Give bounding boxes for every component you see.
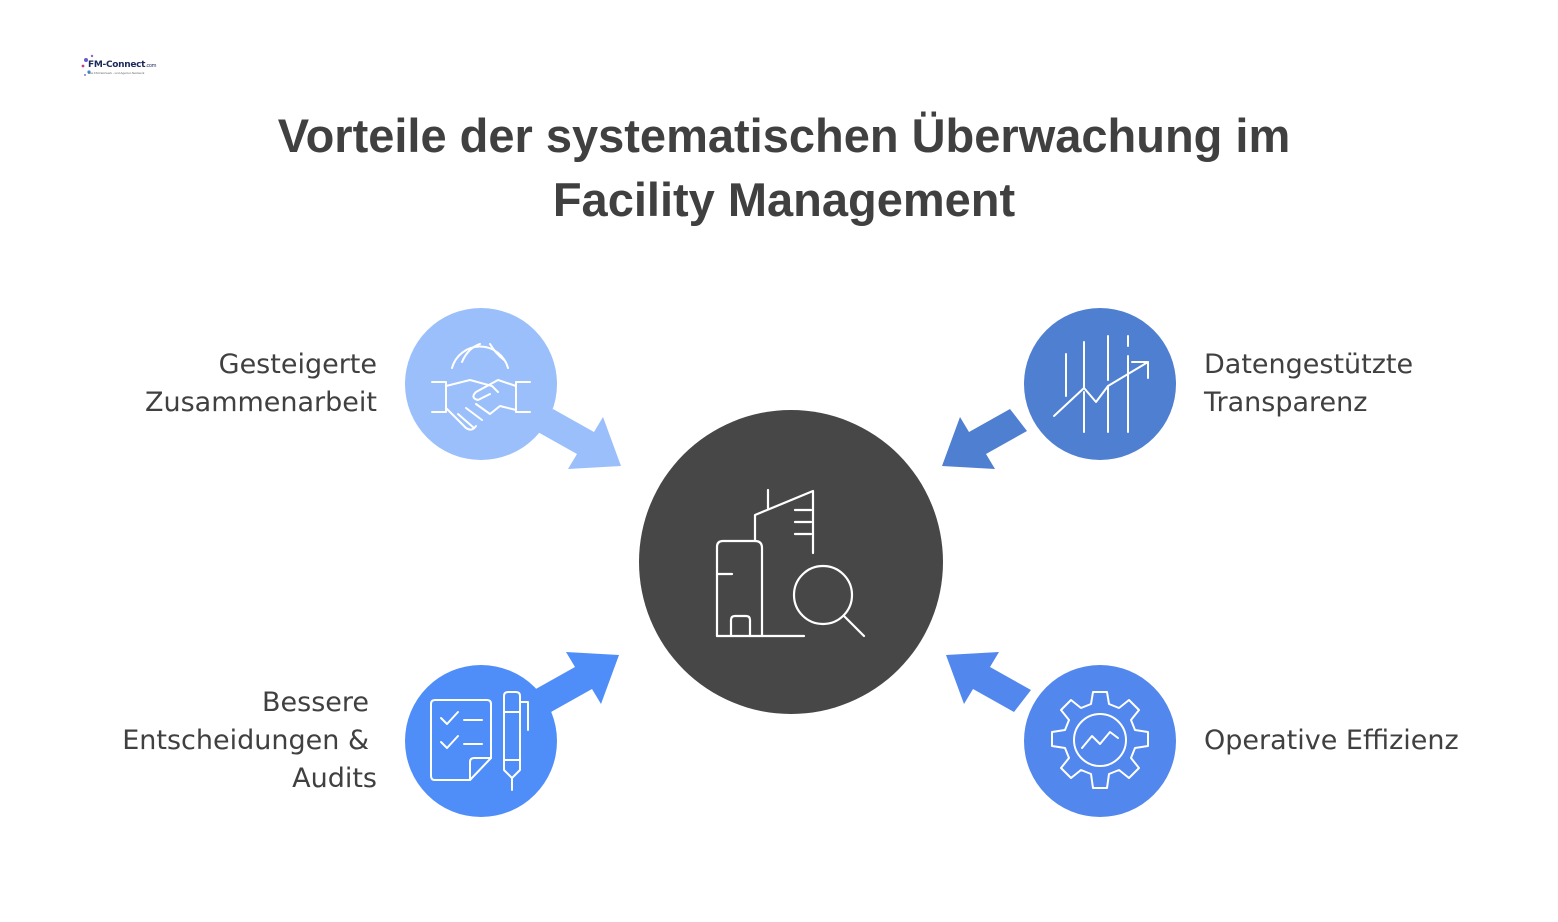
building-search-icon [715,488,866,638]
handshake-globe-icon [431,343,531,431]
benefit-label-efficiency-line-1: Operative Effizienz [1204,725,1459,756]
benefit-label-transparency-line-2: Transparenz [1204,387,1368,418]
benefit-label-decisions-line-2: Entscheidungen & [122,725,369,756]
benefit-label-collaboration: Gesteigerte Zusammenarbeit [145,346,377,422]
benefit-label-efficiency: Operative Effizienz [1204,722,1459,760]
page-title: Vorteile der systematischen Überwachung … [0,104,1558,232]
benefit-label-decisions-line-3: Audits [292,763,377,794]
benefit-label-transparency-line-1: Datengestützte [1204,349,1414,380]
page-title-line-1: Vorteile der systematischen Überwachung … [277,109,1291,162]
page-title-line-2: Facility Management [552,173,1016,226]
checklist-pen-icon [430,691,529,791]
logo-tagline: Das FM-Netzwerk - und Agentur-Netzwerk [88,71,145,75]
fm-connect-logo: FM-Connect.com Das FM-Netzwerk - und Age… [80,52,157,80]
gear-chart-icon [1051,691,1149,789]
benefit-node-collaboration [405,308,557,460]
center-node [639,410,943,714]
benefit-node-efficiency [1024,665,1176,817]
benefit-node-transparency [1024,308,1176,460]
logo-splash-icon [81,54,94,76]
logo-wordmark: FM-Connect.com [88,60,157,70]
benefit-label-decisions: Bessere Entscheidungen & Audits [122,684,377,798]
arrow-collaboration [536,409,621,469]
growth-chart-icon [1053,335,1149,433]
benefit-label-collaboration-line-2: Zusammenarbeit [144,387,377,418]
benefit-label-transparency: Datengestützte Transparenz [1204,346,1413,422]
benefit-node-decisions [405,665,557,817]
benefit-label-decisions-line-1: Bessere [262,687,369,718]
arrow-efficiency [946,652,1031,712]
arrow-decisions [534,652,619,712]
arrow-transparency [942,409,1027,469]
benefit-label-collaboration-line-1: Gesteigerte [218,349,377,380]
